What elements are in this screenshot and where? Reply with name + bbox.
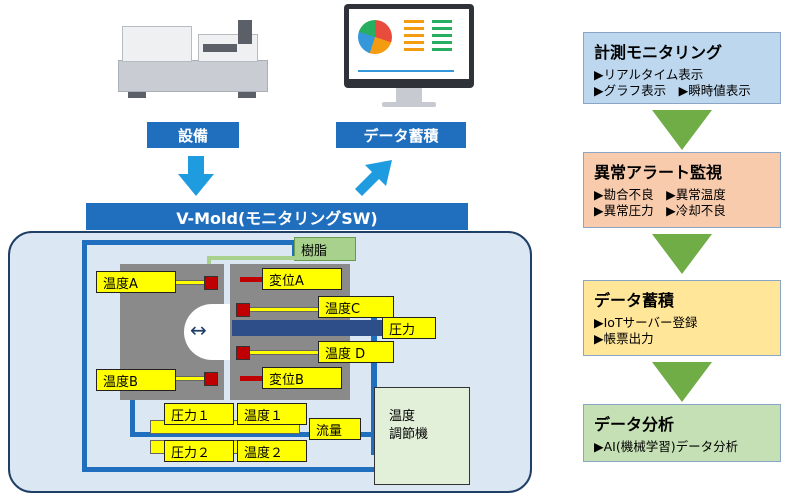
- sensor-temp-c: 温度C: [318, 296, 394, 318]
- double-arrow-icon: ↔: [190, 318, 207, 342]
- temperature-controller: 温度 調節機: [374, 387, 470, 485]
- vmold-title: V-Mold(モニタリングSW): [86, 203, 468, 230]
- ejector-rod: [232, 320, 382, 336]
- step-alert: 異常アラート監視 ▶勘合不良 ▶異常温度 ▶異常圧力 ▶冷却不良: [583, 152, 781, 228]
- sensor-flow: 流量: [309, 418, 361, 440]
- down-arrow-icon: [178, 156, 214, 196]
- sensor-temp-b: 温度B: [96, 369, 176, 391]
- down-arrow-icon: [652, 234, 712, 274]
- resin-label: 樹脂: [294, 237, 356, 261]
- monitor-illustration: [344, 4, 474, 108]
- sensor-disp-a: 変位A: [262, 268, 342, 290]
- sensor-pressure-1: 圧力１: [164, 403, 234, 425]
- resin-feed-line: [207, 256, 295, 260]
- pie-chart-icon: [358, 20, 392, 54]
- cooling-pipe: [82, 240, 87, 470]
- data-store-label: データ蓄積: [336, 122, 466, 148]
- sensor-disp-b: 変位B: [262, 367, 342, 389]
- injection-machine-illustration: [118, 20, 273, 98]
- step-data-store: データ蓄積 ▶IoTサーバー登録 ▶帳票出力: [583, 280, 781, 356]
- cavity: [184, 304, 234, 360]
- sensor-temp-2: 温度２: [237, 440, 307, 462]
- sensor-temp-1: 温度１: [237, 403, 307, 425]
- down-arrow-icon: [652, 110, 712, 150]
- step-monitoring: 計測モニタリング ▶リアルタイム表示 ▶グラフ表示 ▶瞬時値表示: [583, 32, 781, 104]
- sensor-temp-d: 温度 D: [318, 341, 394, 363]
- sensor-pressure-2: 圧力２: [164, 440, 234, 462]
- equipment-label: 設備: [147, 122, 239, 148]
- step-analysis: データ分析 ▶AI(機械学習)データ分析: [583, 404, 781, 462]
- sensor-temp-a: 温度A: [96, 271, 176, 293]
- up-right-arrow-icon: [355, 160, 392, 196]
- down-arrow-icon: [652, 362, 712, 402]
- sensor-pressure: 圧力: [382, 317, 436, 339]
